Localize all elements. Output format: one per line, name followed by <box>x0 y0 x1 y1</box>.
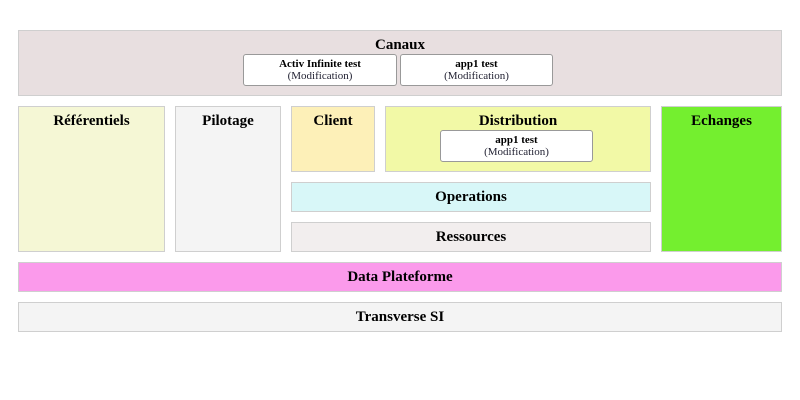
block-data-plateforme[interactable]: Data Plateforme <box>18 262 782 292</box>
block-title: Distribution <box>478 113 558 129</box>
block-pilotage[interactable]: Pilotage <box>175 106 281 252</box>
app-name: app1 test <box>455 58 498 70</box>
block-title: Référentiels <box>53 113 130 129</box>
app-card[interactable]: Activ Infinite test (Modification) <box>243 54 397 86</box>
block-title: Data Plateforme <box>347 268 453 285</box>
block-referentiels[interactable]: Référentiels <box>18 106 165 252</box>
block-echanges[interactable]: Echanges <box>661 106 782 252</box>
app-status: (Modification) <box>444 70 509 82</box>
app-card[interactable]: app1 test (Modification) <box>440 130 593 162</box>
block-ressources[interactable]: Ressources <box>291 222 651 252</box>
app-name: app1 test <box>495 134 538 146</box>
app-name: Activ Infinite test <box>279 58 361 70</box>
block-title: Echanges <box>691 113 752 129</box>
app-status: (Modification) <box>287 70 353 82</box>
block-title: Ressources <box>435 228 507 245</box>
app-card[interactable]: app1 test (Modification) <box>400 54 553 86</box>
block-title: Operations <box>435 188 507 205</box>
app-status: (Modification) <box>484 146 549 158</box>
block-operations[interactable]: Operations <box>291 182 651 212</box>
block-client[interactable]: Client <box>291 106 375 172</box>
block-title: Canaux <box>374 37 426 53</box>
block-transverse-si[interactable]: Transverse SI <box>18 302 782 332</box>
block-title: Pilotage <box>202 113 254 129</box>
block-title: Transverse SI <box>355 308 445 325</box>
block-title: Client <box>313 113 353 129</box>
